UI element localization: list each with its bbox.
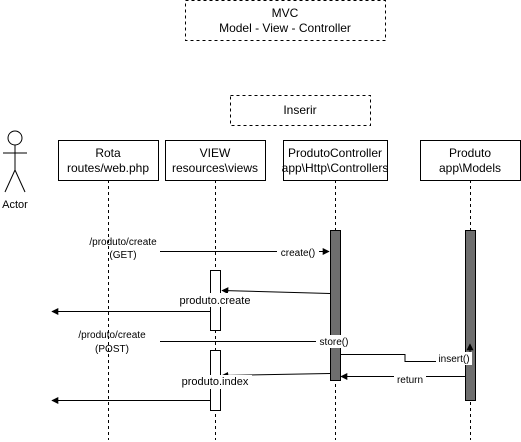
lifeline-view-path: resources\views	[172, 161, 258, 175]
lifeline-rota: Rota routes/web.php	[58, 140, 159, 440]
return-label: return	[397, 375, 423, 386]
create-view-label: produto.create	[180, 295, 251, 307]
title-line-1: MVC	[272, 6, 299, 20]
activation-model	[465, 230, 476, 401]
message-index-view: produto.index	[51, 371, 331, 404]
message-insert: insert()	[341, 343, 474, 365]
lifeline-view-name: VIEW	[200, 146, 231, 160]
post-request-method: (POST)	[95, 344, 129, 355]
create-call-label: create()	[281, 248, 315, 259]
subtitle-box: Inserir	[230, 95, 371, 126]
message-create-view: produto.create	[51, 287, 331, 315]
get-request-method: (GET)	[109, 250, 136, 261]
lifeline-view: VIEW resources\views	[165, 140, 266, 440]
post-request-path: /produto/create	[78, 330, 146, 341]
actor: Actor	[2, 130, 28, 211]
lifeline-controller: ProdutoController app\Http\Controllers	[282, 140, 389, 440]
lifeline-rota-path: routes/web.php	[67, 161, 149, 175]
lifeline-model-path: app\Models	[439, 161, 501, 175]
message-post-request: /produto/create (POST) store()	[78, 330, 352, 355]
lifeline-controller-path: app\Http\Controllers	[282, 161, 389, 175]
actor-label: Actor	[2, 199, 28, 211]
index-view-label: produto.index	[182, 376, 249, 388]
lifeline-controller-name: ProdutoController	[288, 146, 382, 160]
lifeline-model: Produto app\Models	[420, 140, 521, 440]
insert-call-label: insert()	[438, 354, 469, 365]
activation-controller	[330, 230, 341, 381]
title-box: MVC Model - View - Controller	[185, 0, 386, 41]
actor-figure-icon	[3, 130, 27, 193]
message-get-request: /produto/create (GET) create()	[89, 237, 330, 261]
subtitle-text: Inserir	[283, 103, 316, 117]
title-line-2: Model - View - Controller	[219, 21, 351, 35]
lifeline-model-name: Produto	[449, 146, 491, 160]
get-request-path: /produto/create	[89, 237, 157, 248]
lifeline-rota-name: Rota	[95, 146, 121, 160]
message-return: return	[340, 373, 465, 386]
store-call-label: store()	[320, 337, 349, 348]
